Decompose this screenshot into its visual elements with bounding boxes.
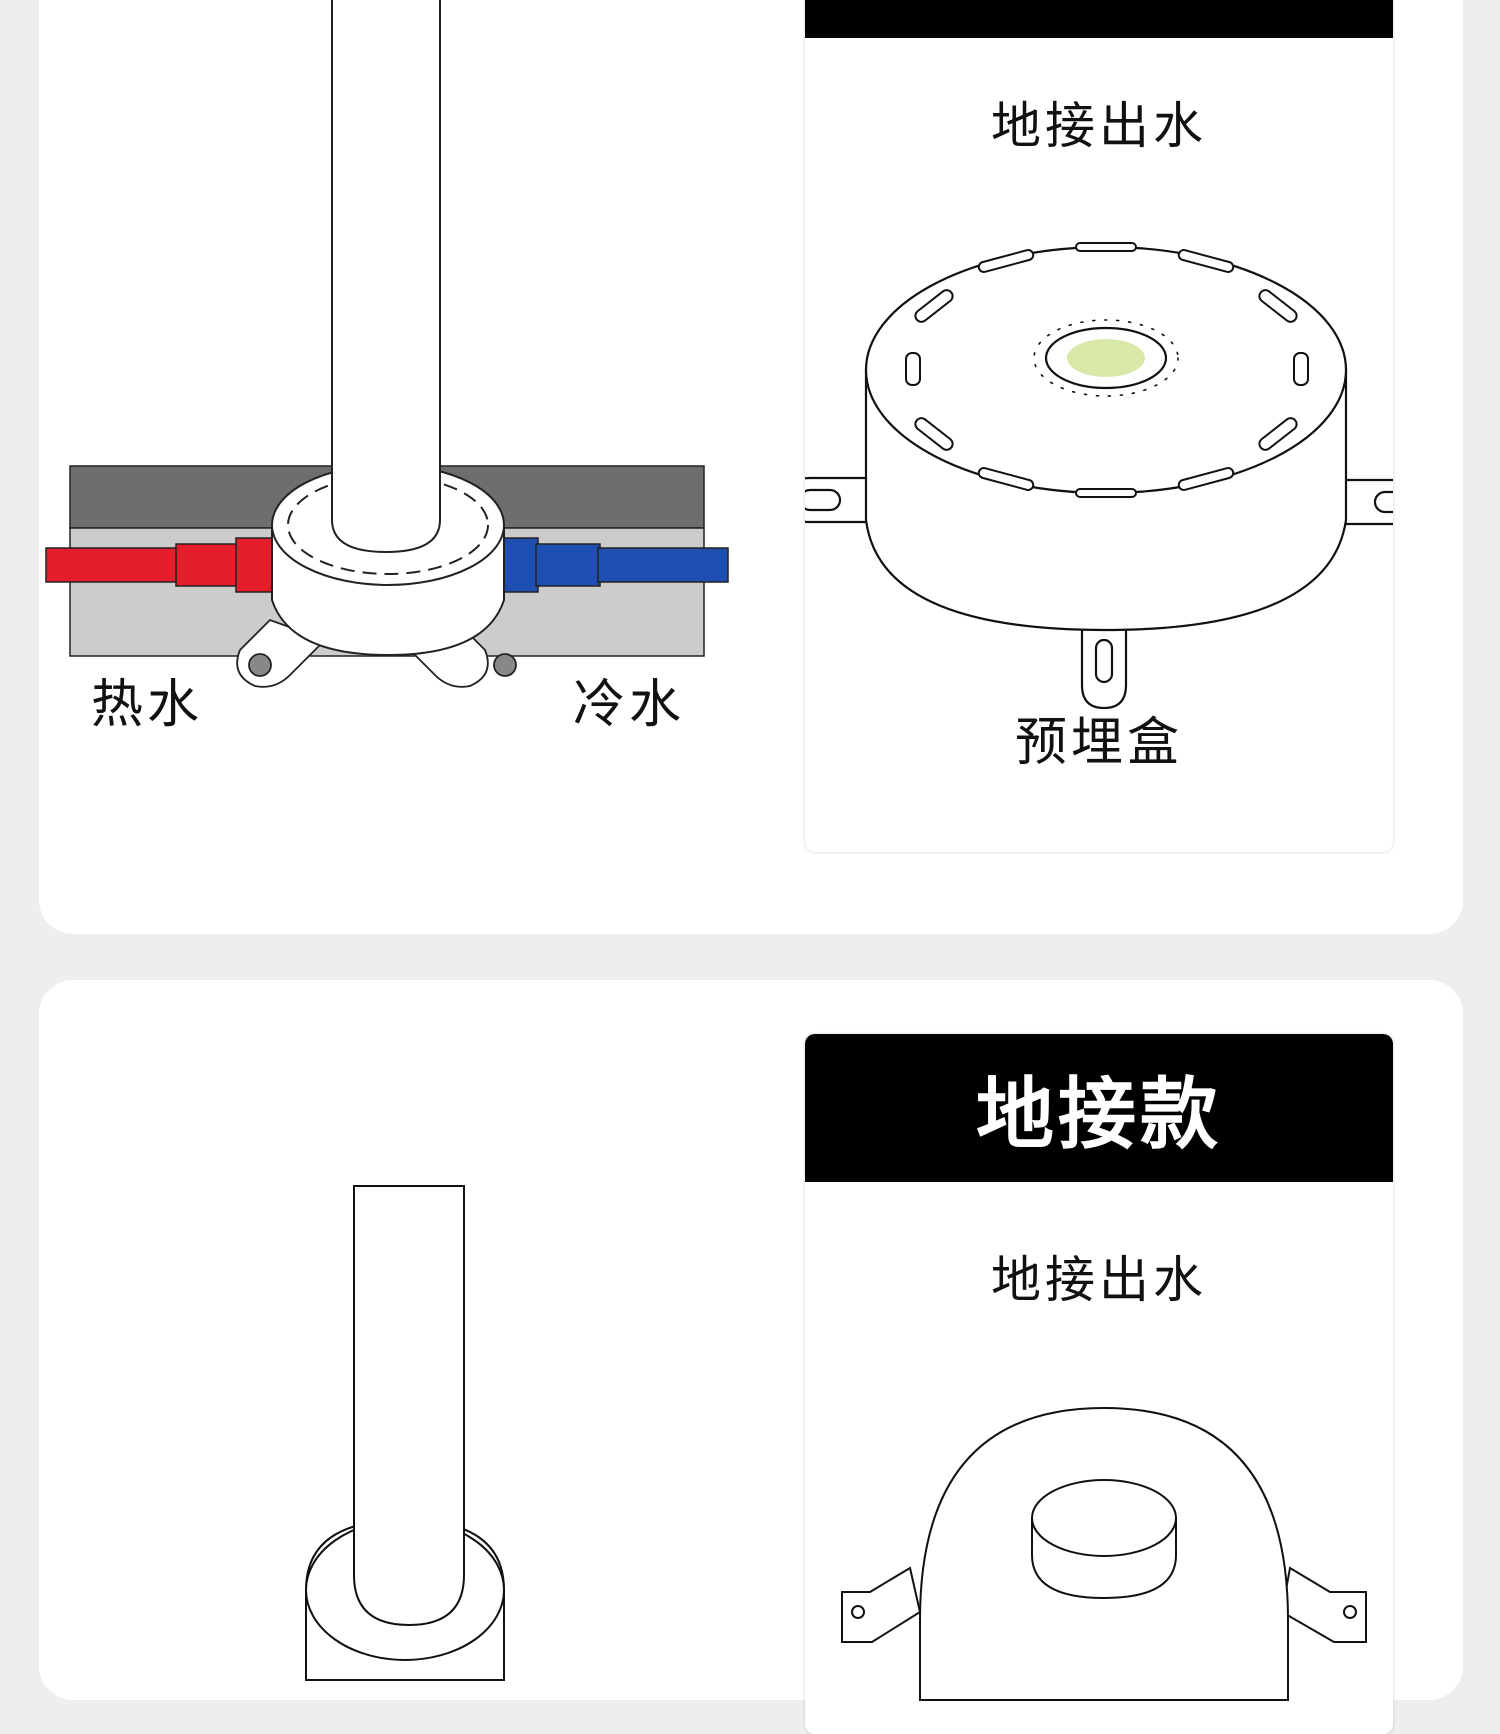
panel-title-bar: 地接款: [805, 1034, 1393, 1182]
vertical-pipe: [331, 0, 441, 554]
outlet-center: [1067, 339, 1145, 377]
panel-subtitle: 地接出水: [991, 1251, 1207, 1309]
floor-vertical-pipe: [353, 1185, 465, 1627]
hot-water-label: 热水: [91, 675, 204, 735]
floor-box-bracket-right: [1280, 1566, 1367, 1643]
embedded-box-caption: 预埋盒: [1014, 713, 1183, 773]
floor-mount-illustration: [305, 1185, 505, 1681]
product-card-2: 地接款 地接出水: [39, 980, 1463, 1734]
cold-pipe: [499, 537, 729, 593]
embedded-box-panel: 地接出水: [805, 0, 1393, 852]
box-tab-right: [1338, 478, 1393, 526]
panel-title-bar: [805, 0, 1393, 38]
floor-box-bracket-left: [841, 1566, 922, 1643]
panel-subtitle: 地接出水: [991, 97, 1207, 155]
box-slots: [905, 242, 1309, 498]
floor-box-illustration: [841, 1406, 1367, 1701]
wall-installation-illustration: [45, 0, 729, 688]
hot-pipe: [45, 537, 273, 593]
embedded-box-illustration: [805, 242, 1393, 710]
cold-water-label: 冷水: [573, 675, 686, 735]
box-tab-bottom: [1080, 618, 1128, 710]
product-card-1: 热水 冷水 地接出水: [39, 0, 1463, 934]
box-tab-left: [805, 476, 872, 524]
floor-mount-panel: 地接款 地接出水: [805, 1034, 1393, 1734]
